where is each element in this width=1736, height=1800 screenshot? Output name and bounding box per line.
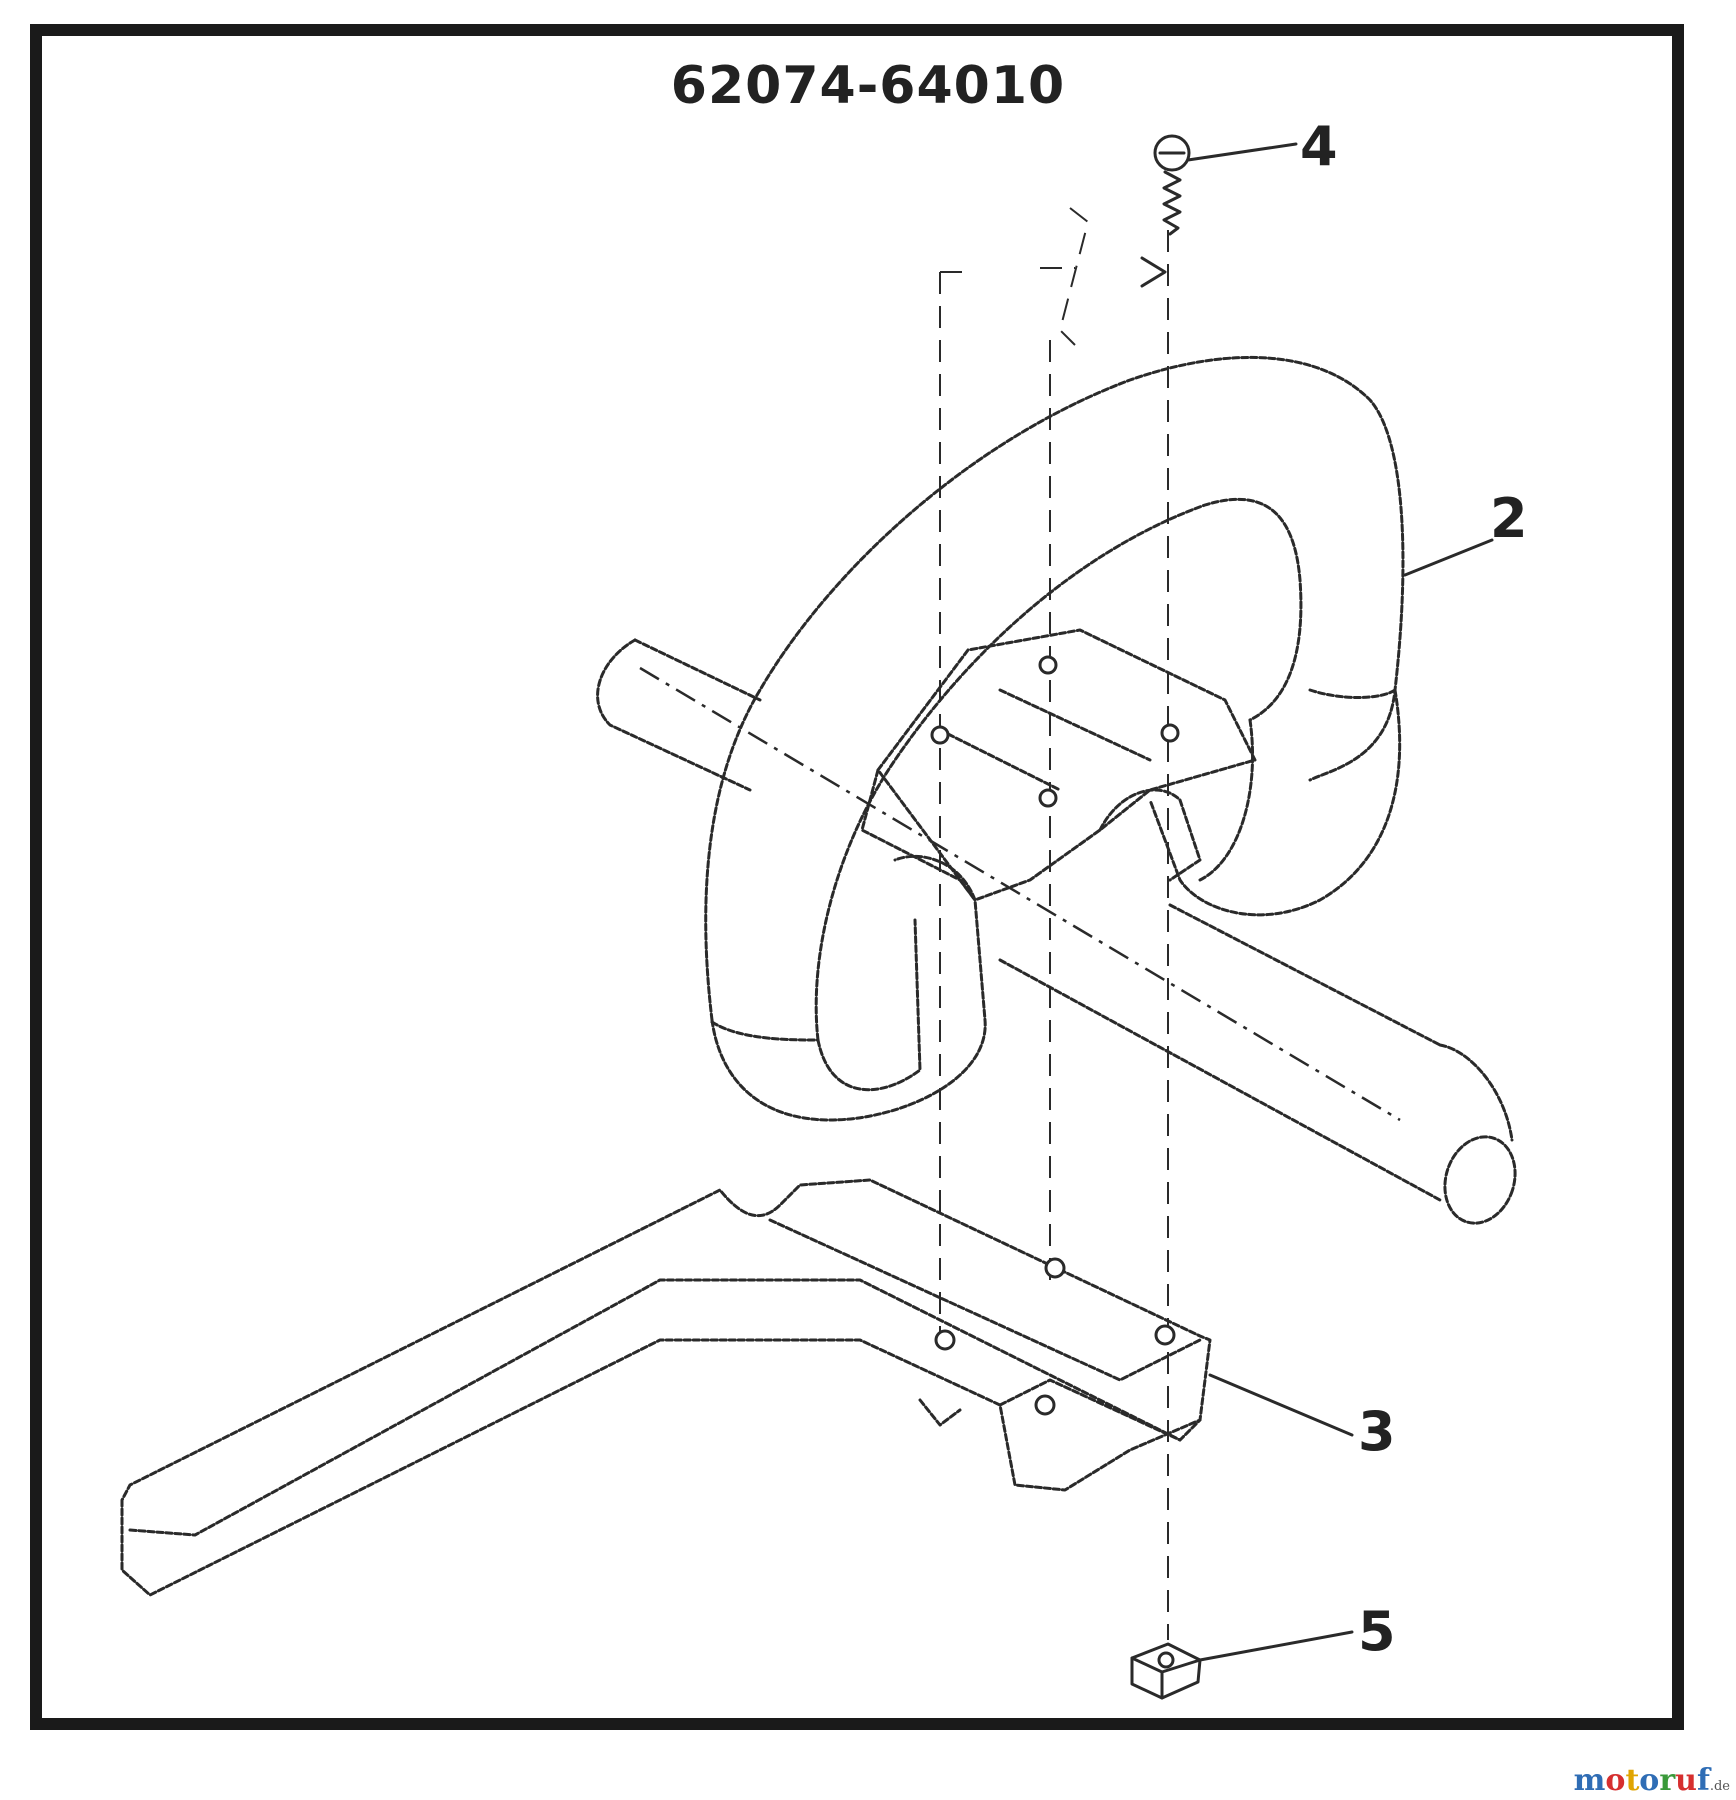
clamp-hole-4 <box>1038 788 1058 808</box>
handle-left-grip <box>710 854 987 1122</box>
screw-head <box>1153 134 1191 172</box>
handle-band-right <box>1308 688 1397 699</box>
drive-shaft-tube <box>596 638 1517 1225</box>
shaft-tube-top-left <box>633 638 762 702</box>
handle-inner-contour <box>814 497 1303 1042</box>
leader-line-5 <box>1198 1630 1354 1662</box>
handle-right-grip <box>1148 688 1402 917</box>
nut-hole <box>1157 1651 1175 1669</box>
leader-line-2 <box>1403 538 1494 577</box>
watermark-letter: o <box>1605 1763 1626 1798</box>
nut-top-edge <box>1130 1656 1202 1674</box>
bracket-hole-3 <box>1154 1324 1176 1346</box>
bracket-hole-2 <box>1044 1257 1066 1279</box>
item-3-lower-bracket <box>120 1178 1212 1597</box>
callout-number-2: 2 <box>1490 487 1528 550</box>
bracket-hole-4 <box>1034 1394 1056 1416</box>
bracket-top-edge <box>128 1278 1182 1537</box>
bracket-hole-1 <box>934 1329 956 1351</box>
item-4-screw <box>1153 134 1191 236</box>
handle-band-left <box>710 1020 820 1042</box>
screw-thread <box>1162 170 1182 236</box>
clamp-top-face <box>876 628 1257 902</box>
shaft-tube-end-rim <box>1438 1043 1514 1142</box>
clamp-rib-1 <box>938 728 1062 792</box>
watermark-letter: o <box>1639 1763 1660 1798</box>
item-2-clamp-block <box>860 628 1257 902</box>
guide-line-left <box>939 271 968 1340</box>
clamp-saddle <box>1098 788 1202 882</box>
watermark-letter: r <box>1659 1763 1676 1798</box>
clamp-hole-1 <box>930 725 950 745</box>
leader-line-3 <box>1208 1373 1354 1437</box>
callout-number-3: 3 <box>1358 1400 1396 1463</box>
shaft-tube-bottom-right <box>998 958 1442 1202</box>
clamp-front-face <box>860 768 977 902</box>
nut-body <box>1130 1642 1202 1700</box>
watermark-letter: f <box>1696 1763 1710 1798</box>
item-2-handle <box>704 355 1405 1122</box>
watermark-letter: u <box>1675 1763 1697 1798</box>
guide-line-middle <box>1040 207 1090 1280</box>
guide-arrow <box>1140 256 1167 288</box>
handle-left-grip-inner <box>816 918 922 1092</box>
bracket-front-lip <box>998 1378 1202 1442</box>
handle-outer-contour <box>704 355 1405 1022</box>
handle-right-grip-inner <box>1198 718 1254 882</box>
shaft-tube-top-right <box>1168 903 1442 1047</box>
site-watermark-logo: motoruf.de <box>1574 1766 1730 1796</box>
clamp-hole-3 <box>1160 723 1180 743</box>
bracket-outline <box>120 1178 1212 1597</box>
watermark-letters: motoruf <box>1574 1763 1710 1798</box>
callout-number-5: 5 <box>1358 1600 1396 1663</box>
watermark-letter: m <box>1573 1763 1606 1798</box>
watermark-suffix: .de <box>1709 1779 1730 1794</box>
leader-line-4 <box>1186 142 1298 162</box>
shaft-tube-end <box>1443 1135 1517 1225</box>
item-5-nut <box>1130 1642 1202 1700</box>
clamp-hole-2 <box>1038 655 1058 675</box>
diagram-frame <box>30 24 1684 1730</box>
clamp-rib-2 <box>998 688 1152 762</box>
watermark-letter: t <box>1625 1763 1640 1798</box>
shaft-tube-upper-left <box>596 638 752 792</box>
part-number-title: 62074-64010 <box>670 56 1066 116</box>
callout-leaders <box>1186 142 1494 1662</box>
bracket-inner-channel <box>768 1218 1202 1382</box>
callout-number-4: 4 <box>1300 115 1338 178</box>
bracket-side-notch <box>918 1398 962 1427</box>
shaft-center-line <box>639 666 1401 1122</box>
assembly-guide-lines <box>939 207 1169 1640</box>
